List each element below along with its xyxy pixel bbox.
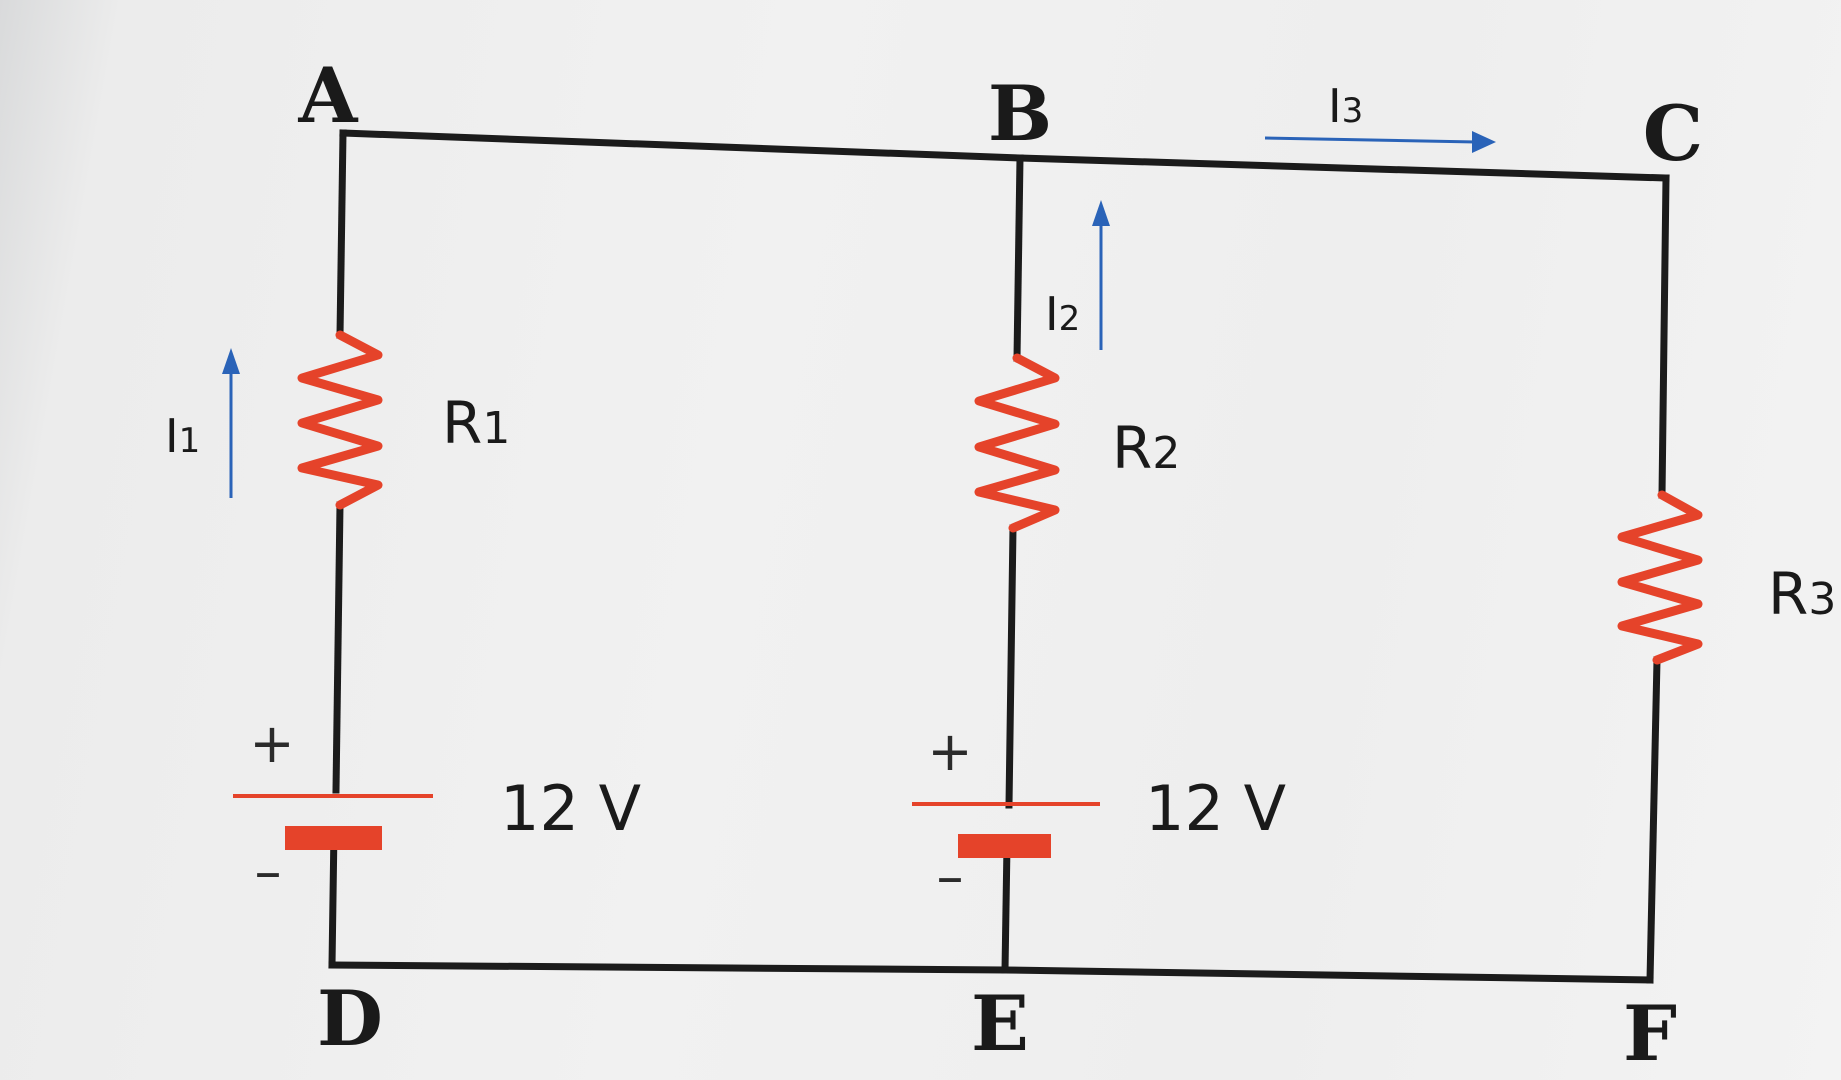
node-label-a: A xyxy=(298,51,359,140)
wire-r2-to-battery2 xyxy=(1005,524,1017,809)
current-i3-label-main: I xyxy=(1328,79,1342,133)
battery-2 xyxy=(912,802,1100,858)
node-labels: A B C D E F xyxy=(298,51,1704,1078)
arrow-up-icon xyxy=(1092,200,1110,226)
wire-b-to-r2 xyxy=(1013,154,1024,362)
current-i1-label-sub: 1 xyxy=(179,421,201,461)
node-label-c: C xyxy=(1643,89,1704,178)
node-label-d: D xyxy=(317,974,383,1063)
wire-a-to-r1 xyxy=(336,129,347,339)
current-i2-label-sub: 2 xyxy=(1059,299,1081,339)
arrow-up-icon xyxy=(222,348,240,374)
resistor-r2-label-main: R xyxy=(1112,414,1152,482)
resistor-r3-label: R3 xyxy=(1768,560,1836,628)
resistor-r3-label-sub: 3 xyxy=(1808,574,1836,625)
resistor-r1-label: R1 xyxy=(442,389,510,457)
wire-r1-to-battery1 xyxy=(332,501,344,794)
battery-2-negative-plate xyxy=(958,834,1051,858)
wires xyxy=(328,129,1670,984)
wire-bottom-d-e-f xyxy=(328,961,1654,984)
arrow-right-icon xyxy=(1472,131,1496,153)
current-arrow-i3 xyxy=(1264,131,1496,153)
current-i2-label-main: I xyxy=(1045,287,1059,341)
wire-r3-to-f xyxy=(1646,656,1661,984)
resistor-r2-symbol xyxy=(974,353,1060,533)
resistor-r1-label-sub: 1 xyxy=(482,403,510,454)
battery-2-plus-sign: + xyxy=(927,720,972,783)
current-i3-label: I3 xyxy=(1328,79,1363,133)
resistor-r3-symbol xyxy=(1617,490,1703,665)
resistor-r2-label-sub: 2 xyxy=(1152,428,1180,479)
resistor-r3-label-main: R xyxy=(1768,560,1808,628)
resistors xyxy=(297,330,1703,665)
current-arrow-i1 xyxy=(222,348,240,498)
battery-1-voltage-label: 12 V xyxy=(500,772,641,845)
battery-labels: 12 V 12 V + – + – xyxy=(249,712,1286,908)
node-label-b: B xyxy=(988,69,1052,158)
current-arrow-i3-shaft xyxy=(1264,136,1477,144)
resistor-r2-label: R2 xyxy=(1112,414,1180,482)
current-arrow-i2 xyxy=(1092,200,1110,350)
resistor-labels: R1 R2 R3 xyxy=(442,389,1836,628)
wire-battery1-to-d xyxy=(328,826,338,969)
current-i1-label: I1 xyxy=(165,409,200,463)
battery-1 xyxy=(233,794,433,850)
node-label-e: E xyxy=(971,979,1029,1068)
battery-1-plus-sign: + xyxy=(249,712,294,775)
battery-1-negative-plate xyxy=(285,826,382,850)
battery-2-voltage-label: 12 V xyxy=(1145,772,1286,845)
current-labels: I1 I2 I3 xyxy=(165,79,1363,463)
current-i2-label: I2 xyxy=(1045,287,1080,341)
battery-1-minus-sign: – xyxy=(255,840,282,903)
current-i3-label-sub: 3 xyxy=(1342,91,1364,131)
resistor-r1-symbol xyxy=(297,330,383,510)
battery-2-minus-sign: – xyxy=(937,845,964,908)
current-i1-label-main: I xyxy=(165,409,179,463)
resistor-r1-label-main: R xyxy=(442,389,482,457)
wire-c-to-r3 xyxy=(1658,174,1670,499)
wire-battery2-to-e xyxy=(1001,841,1011,974)
node-label-f: F xyxy=(1623,989,1677,1078)
